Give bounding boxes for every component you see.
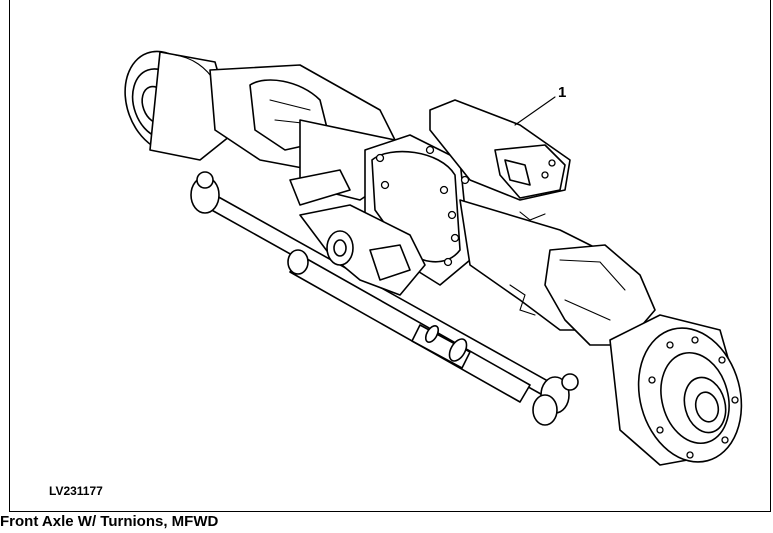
front-trunnion-bracket — [289, 169, 426, 296]
figure-caption: Front Axle W/ Turnions, MFWD — [0, 513, 219, 530]
trunnion-mount — [429, 99, 571, 221]
figure-id: LV231177 — [49, 484, 103, 498]
front-axle-illustration — [124, 50, 743, 466]
steering-cylinder — [287, 249, 558, 426]
illustration-frame — [9, 0, 771, 512]
callout-leader-line — [514, 96, 556, 126]
callout-label-1: 1 — [558, 84, 567, 101]
right-axle-housing — [459, 199, 656, 346]
left-wheel-hub — [124, 50, 236, 161]
right-wheel-hub — [609, 314, 743, 466]
